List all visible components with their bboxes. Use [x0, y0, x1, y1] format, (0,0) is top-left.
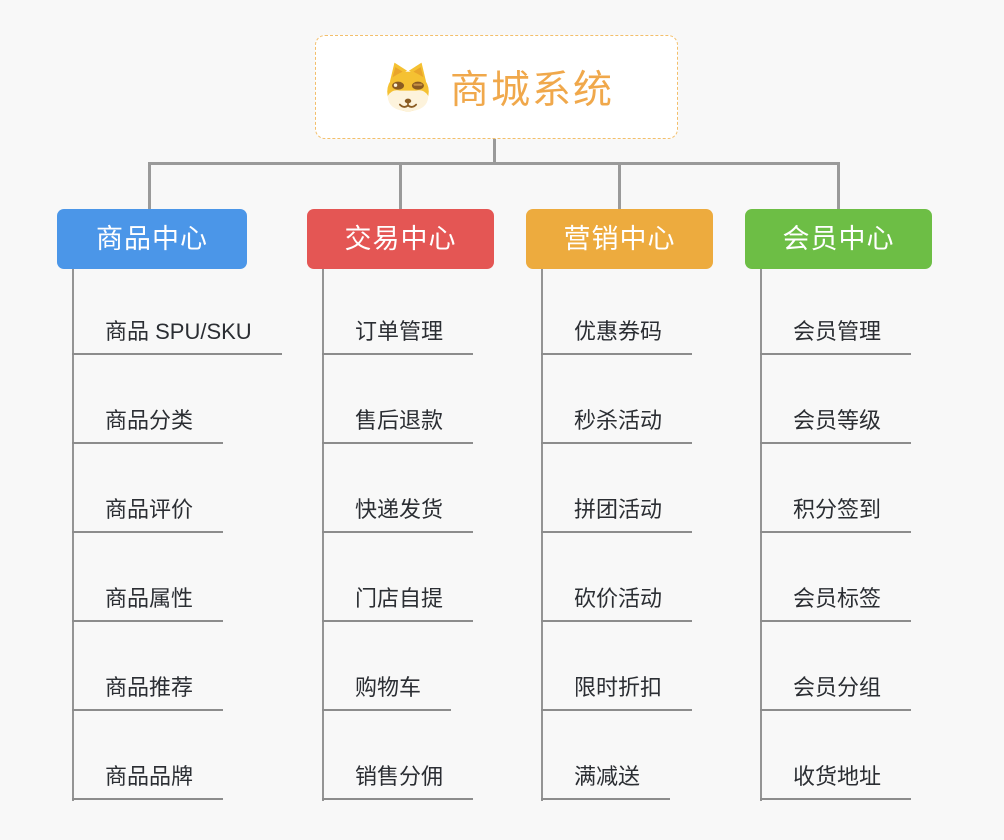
branch-items-trade-center: 订单管理 售后退款 快递发货 门店自提 购物车 销售分佣	[322, 266, 474, 800]
subtopic-node[interactable]: 商品分类	[72, 406, 224, 444]
subtopic-node[interactable]: 商品品牌	[72, 762, 224, 800]
subtopic-node[interactable]: 会员标签	[760, 584, 912, 622]
branch-trunk-4	[760, 269, 762, 801]
subtopic-node[interactable]: 砍价活动	[541, 584, 693, 622]
subtopic-node[interactable]: 会员分组	[760, 673, 912, 711]
connector-drop-2	[399, 162, 402, 209]
subtopic-node[interactable]: 收货地址	[760, 762, 912, 800]
connector-rail	[148, 162, 840, 165]
branch-trunk-3	[541, 269, 543, 801]
branch-node-member-center[interactable]: 会员中心	[745, 209, 932, 269]
subtopic-node[interactable]: 购物车	[322, 673, 452, 711]
connector-drop-4	[837, 162, 840, 209]
subtopic-node[interactable]: 商品属性	[72, 584, 224, 622]
doge-icon	[387, 62, 429, 112]
subtopic-node[interactable]: 销售分佣	[322, 762, 474, 800]
branch-node-product-center[interactable]: 商品中心	[57, 209, 247, 269]
subtopic-node[interactable]: 商品推荐	[72, 673, 224, 711]
subtopic-node[interactable]: 商品评价	[72, 495, 224, 533]
subtopic-node[interactable]: 门店自提	[322, 584, 474, 622]
subtopic-node[interactable]: 会员等级	[760, 406, 912, 444]
subtopic-node[interactable]: 满减送	[541, 762, 671, 800]
branch-node-marketing-center[interactable]: 营销中心	[526, 209, 713, 269]
subtopic-node[interactable]: 订单管理	[322, 317, 474, 355]
connector-root-stub	[493, 139, 496, 163]
subtopic-node[interactable]: 秒杀活动	[541, 406, 693, 444]
branch-items-marketing-center: 优惠券码 秒杀活动 拼团活动 砍价活动 限时折扣 满减送	[541, 266, 693, 800]
root-title: 商城系统	[449, 69, 614, 112]
subtopic-node[interactable]: 拼团活动	[541, 495, 693, 533]
subtopic-node[interactable]: 积分签到	[760, 495, 912, 533]
connector-drop-3	[618, 162, 621, 209]
root-node[interactable]: 商城系统	[315, 35, 678, 139]
branch-trunk-2	[322, 269, 324, 801]
subtopic-node[interactable]: 售后退款	[322, 406, 474, 444]
subtopic-node[interactable]: 商品 SPU/SKU	[72, 317, 282, 355]
subtopic-node[interactable]: 快递发货	[322, 495, 474, 533]
branch-items-member-center: 会员管理 会员等级 积分签到 会员标签 会员分组 收货地址	[760, 266, 912, 800]
branch-node-trade-center[interactable]: 交易中心	[307, 209, 494, 269]
branch-trunk-1	[72, 269, 74, 801]
subtopic-node[interactable]: 优惠券码	[541, 317, 693, 355]
connector-drop-1	[148, 162, 151, 209]
subtopic-node[interactable]: 限时折扣	[541, 673, 693, 711]
subtopic-node[interactable]: 会员管理	[760, 317, 912, 355]
branch-items-product-center: 商品 SPU/SKU 商品分类 商品评价 商品属性 商品推荐 商品品牌	[72, 266, 282, 800]
